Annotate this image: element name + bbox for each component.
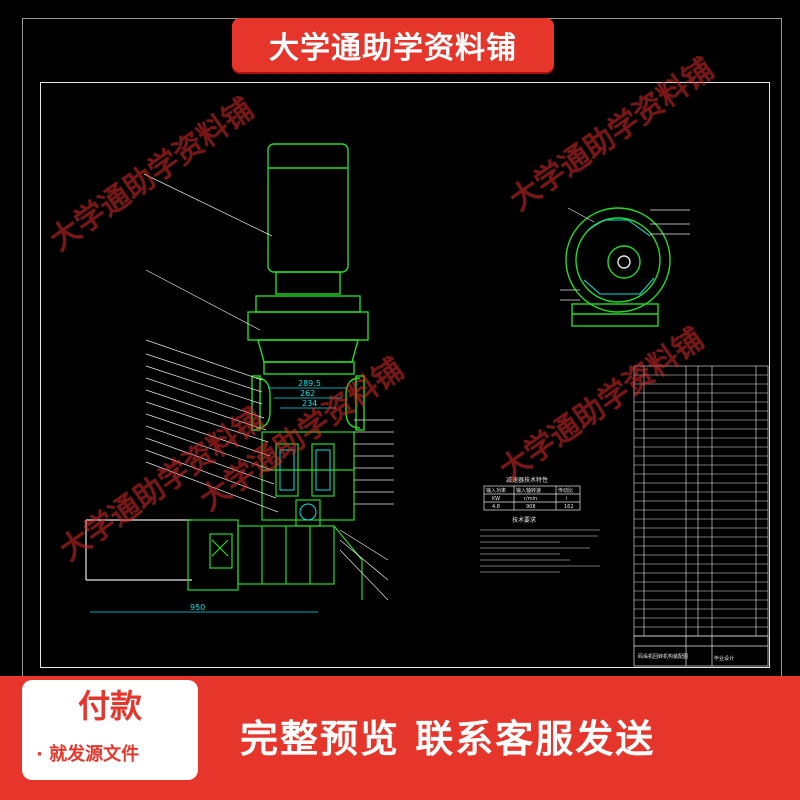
- side-view-leaders: [560, 207, 690, 301]
- spec-header-ratio: 传动比: [558, 487, 573, 494]
- gearbox-detail: [279, 449, 331, 521]
- spec-table: [483, 485, 581, 511]
- side-view-detail: [583, 219, 655, 295]
- school-label: 毕业设计: [714, 655, 734, 662]
- motor: [267, 143, 349, 295]
- spec-value-speed: 908: [526, 504, 536, 510]
- rotary-arm: [85, 519, 192, 581]
- spec-header-power: 输入功率: [486, 487, 506, 494]
- spec-unit-speed: r/min: [524, 496, 537, 502]
- tech-req-lines: [480, 529, 600, 573]
- spec-header-speed: 输入轴转速: [516, 487, 541, 494]
- dim-289: 289.5: [298, 379, 321, 388]
- footer-message: 完整预览 联系客服发送: [240, 717, 656, 761]
- spec-table-title: 减速器技术特性: [506, 476, 548, 484]
- leader-lines-left: [143, 173, 279, 513]
- dim-950: 950: [190, 603, 205, 612]
- spec-value-power: 4.8: [492, 504, 500, 510]
- leader-lines-right: [339, 419, 394, 601]
- spec-unit-ratio: i: [566, 496, 567, 502]
- parts-list: [633, 365, 769, 637]
- dim-234: 234: [302, 399, 317, 408]
- spec-unit-power: KW: [492, 496, 500, 502]
- pay-subtitle: · 就发源文件: [36, 744, 140, 765]
- dim-262: 262: [300, 389, 315, 398]
- drawing-sheet-frame: [40, 82, 770, 668]
- cad-drawing: 289.5 262 234 950: [85, 143, 769, 667]
- title-block: [633, 635, 769, 667]
- tech-req-title: 技术要求: [512, 516, 536, 524]
- side-view: [565, 207, 671, 327]
- pay-card[interactable]: [22, 680, 198, 780]
- spec-value-ratio: 162: [564, 504, 574, 510]
- drawing-name: 码垛机回转机构装配图: [638, 653, 688, 660]
- pay-title: 付款: [77, 687, 142, 725]
- dimension-lines: [90, 387, 348, 613]
- ring-gear: [187, 519, 363, 600]
- shop-banner: 大学通助学资料铺: [232, 18, 554, 72]
